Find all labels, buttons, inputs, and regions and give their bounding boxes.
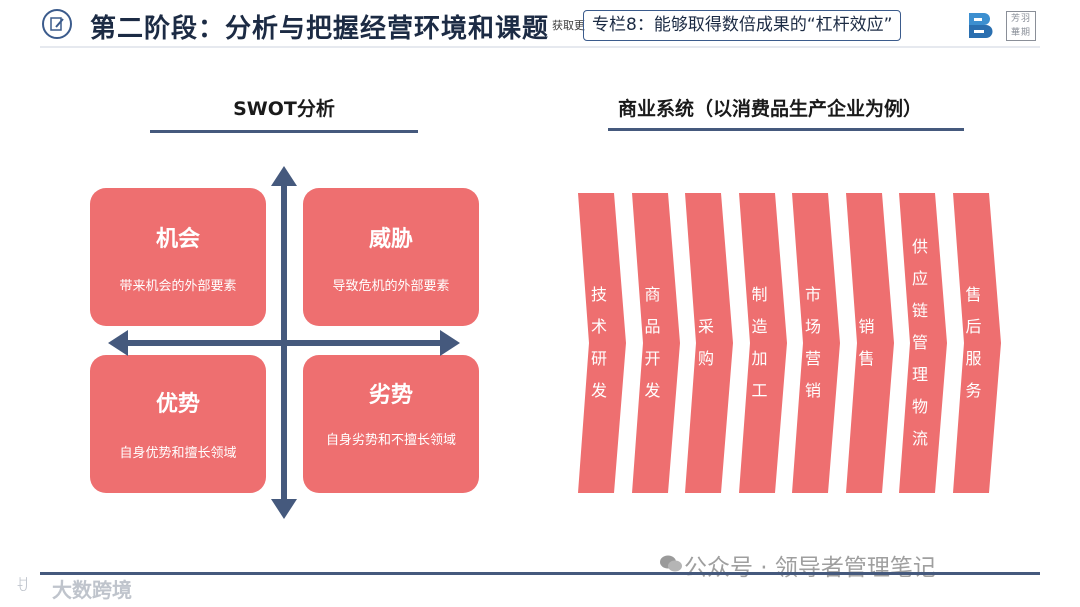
swot-opportunity-box: 机会 带来机会的外部要素 [90, 188, 266, 326]
chain-step: 售后服务 [952, 193, 1001, 493]
swot-strength-desc: 自身优势和擅长领域 [119, 446, 237, 461]
chevron-arrow-shape [792, 193, 840, 493]
brand-glyph-icon: ꀀ [16, 576, 29, 595]
swot-weakness-box: 劣势 自身劣势和不擅长领域 [303, 355, 479, 493]
business-system-underline [608, 128, 964, 131]
edit-note-icon [42, 9, 72, 39]
chevron-arrow-shape [631, 193, 680, 493]
swot-opportunity-heading: 机会 [155, 227, 200, 252]
business-system-title: 商业系统（以消费品生产企业为例） [617, 98, 922, 120]
chevron-arrow-shape [578, 193, 626, 493]
swot-weakness-heading: 劣势 [368, 383, 413, 408]
header-divider [40, 46, 1040, 48]
chain-step-label: 技术研发 [590, 285, 607, 400]
chain-step: 市场营销 [792, 193, 840, 493]
chevron-arrow-shape [845, 193, 894, 493]
swot-weakness-desc: 自身劣势和不擅长领域 [325, 433, 456, 448]
chain-step: 商品开发 [631, 193, 680, 493]
swot-threat-desc: 导致危机的外部要素 [332, 279, 450, 294]
footer-divider [40, 572, 1040, 575]
swot-threat-heading: 威胁 [368, 227, 413, 252]
arrow-up-icon [271, 166, 297, 186]
swot-strength-box: 优势 自身优势和擅长领域 [90, 355, 266, 493]
page-header: 第二阶段：分析与把握经营环境和课题 获取更 专栏8：能够取得数倍成果的“杠杆效应… [0, 0, 1080, 50]
chain-step: 供应链管理物流 [899, 193, 947, 493]
title-overflow-text: 获取更 [552, 19, 585, 32]
page-title: 第二阶段：分析与把握经营环境和课题 [90, 14, 550, 44]
swot-opportunity-desc: 带来机会的外部要素 [119, 279, 237, 294]
chain-step-label: 售后服务 [965, 285, 982, 400]
chain-step: 采购 [685, 193, 733, 493]
chain-step: 制造加工 [738, 193, 787, 493]
chain-step-label: 制造加工 [751, 285, 768, 400]
chevron-arrow-shape [738, 193, 787, 493]
brand-name: 大数跨境 [52, 578, 132, 602]
chevron-arrow-shape [685, 193, 733, 493]
swot-threat-box: 威胁 导致危机的外部要素 [303, 188, 479, 326]
seal-stamp: 芳羽華期 [1006, 11, 1036, 41]
brand-logo-icon [969, 13, 993, 38]
arrow-down-icon [271, 499, 297, 519]
swot-title-underline [150, 130, 418, 133]
chain-step-label: 采购 [697, 317, 714, 368]
arrow-left-icon [108, 330, 128, 356]
chain-step: 技术研发 [578, 193, 626, 493]
chain-step-label: 商品开发 [644, 285, 661, 400]
chevron-arrow-shape [899, 193, 947, 493]
chain-step-label: 供应链管理物流 [911, 237, 928, 448]
chain-step-label: 销售 [858, 317, 875, 368]
column-badge: 专栏8：能够取得数倍成果的“杠杆效应” [583, 10, 902, 41]
swot-title: SWOT分析 [233, 98, 335, 120]
swot-strength-heading: 优势 [155, 392, 200, 417]
wechat-icon [660, 555, 682, 572]
watermark-text: 公众号 · 领导者管理笔记 [684, 555, 936, 581]
chain-step-label: 市场营销 [804, 285, 821, 400]
chevron-arrow-shape [952, 193, 1001, 493]
chain-step: 销售 [845, 193, 894, 493]
arrow-right-icon [440, 330, 460, 356]
